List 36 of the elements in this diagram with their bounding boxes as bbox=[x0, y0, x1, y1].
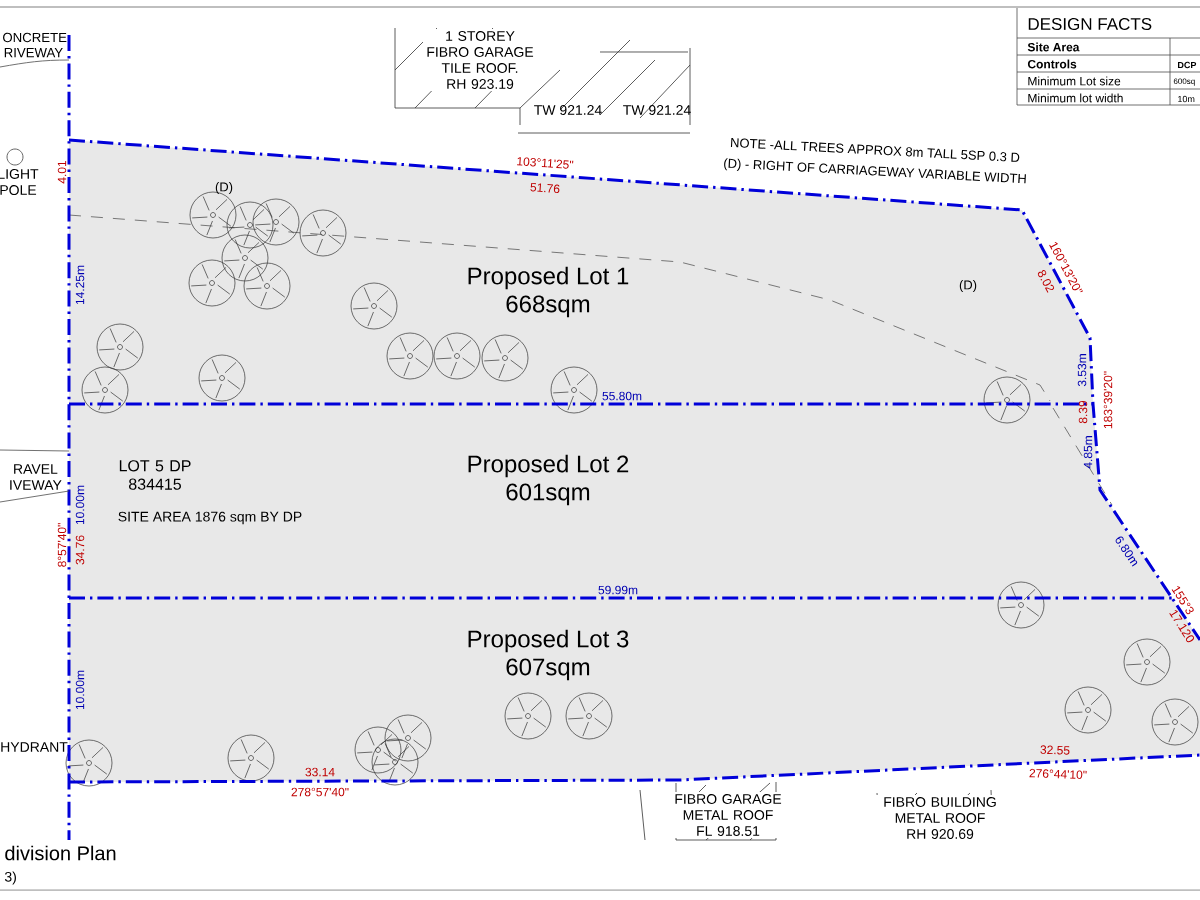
row-label: Minimum lot width bbox=[1028, 93, 1123, 103]
annotation: ONCRETE RIVEWAY bbox=[3, 32, 67, 58]
dimension-label: 55.80m bbox=[602, 391, 642, 401]
row-label: Controls bbox=[1027, 59, 1077, 69]
bearing-label: 276°44'10" bbox=[1029, 768, 1087, 779]
node-label: FIBRO GARAGE METAL ROOF FL 918.51 bbox=[675, 794, 782, 836]
annotation: SITE AREA 1876 sqm BY DP bbox=[118, 511, 302, 525]
cell-value: DCP bbox=[1178, 61, 1197, 69]
row-label: Minimum Lot size bbox=[1028, 76, 1121, 86]
dimension-label: 32.55 bbox=[1040, 745, 1070, 755]
dimension-label: 3.53m bbox=[1077, 354, 1087, 387]
node-label: 1 STOREY FIBRO GARAGE TILE ROOF. RH 923.19 bbox=[427, 31, 534, 89]
scale-note: 3) bbox=[4, 871, 16, 885]
row-label: Site Area bbox=[1027, 42, 1080, 52]
cell-value: 10m bbox=[1178, 95, 1195, 103]
table-heading: DESIGN FACTS bbox=[1028, 18, 1152, 30]
building-outline: FIBRO BUILDING METAL ROOF RH 920.69 bbox=[872, 789, 1008, 841]
dimension-label: 59.99m bbox=[598, 585, 638, 595]
node-label: FIBRO BUILDING METAL ROOF RH 920.69 bbox=[884, 797, 996, 839]
annotation: TW 921.24 bbox=[623, 105, 691, 115]
annotation: (D) bbox=[215, 181, 233, 195]
dimension-label: 34.76 bbox=[75, 535, 85, 565]
dimension-label: 10.00m bbox=[75, 670, 85, 710]
dimension-label: 33.14 bbox=[305, 767, 335, 777]
garage-outline: FIBRO GARAGE METAL ROOF FL 918.51 bbox=[639, 781, 790, 841]
dimension-label: 4.85m bbox=[1083, 436, 1093, 469]
annotation: TW 921.24 bbox=[534, 105, 602, 115]
drawing-title: division Plan bbox=[5, 845, 116, 861]
cell-value: 600sq bbox=[1173, 78, 1195, 86]
bearing-label: 103°11'25" bbox=[517, 157, 574, 169]
dimension-label: 14.25m bbox=[75, 265, 85, 305]
bearing-label: 8°57'40" bbox=[57, 523, 67, 567]
dimension-label: 51.76 bbox=[530, 182, 560, 194]
annotation: (D) bbox=[959, 279, 977, 293]
annotation: LOT 5 DP 834415 bbox=[119, 460, 191, 490]
dimension-label: 10.00m bbox=[75, 485, 85, 525]
